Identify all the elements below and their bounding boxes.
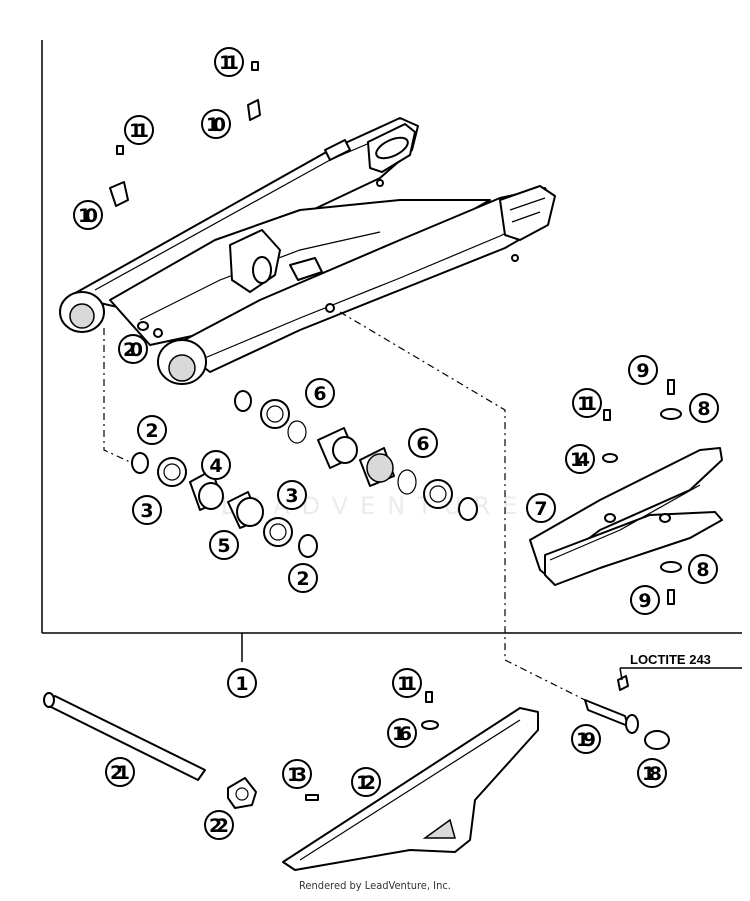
- callout-c22: 22: [204, 810, 234, 840]
- callout-label: 21: [110, 762, 130, 784]
- callout-label: 11: [219, 52, 239, 74]
- callout-c11a: 11: [214, 47, 244, 77]
- nut-22: [227, 777, 257, 809]
- assembly-lines: [103, 311, 586, 701]
- callout-label: 19: [576, 729, 596, 751]
- callout-label: 12: [356, 772, 376, 794]
- callout-c3a: 3: [132, 495, 162, 525]
- callout-label: 9: [638, 590, 651, 612]
- callout-label: 14: [570, 449, 590, 471]
- callout-label: 4: [209, 455, 222, 477]
- chain-guard: [282, 707, 539, 871]
- callout-c2a: 2: [137, 415, 167, 445]
- pivot-axle: [43, 692, 206, 781]
- callout-label: 20: [123, 339, 143, 361]
- callout-c5: 5: [209, 530, 239, 560]
- swingarm: [59, 117, 556, 385]
- callouts: 1223345667889910101111111112131416181920…: [73, 47, 719, 840]
- callout-c9a: 9: [628, 355, 658, 385]
- callout-c10b: 10: [73, 200, 103, 230]
- callout-c6b: 6: [408, 428, 438, 458]
- callout-label: 22: [209, 815, 229, 837]
- bearing-set: [131, 321, 478, 558]
- callout-label: 13: [287, 764, 307, 786]
- callout-label: 6: [416, 433, 429, 455]
- callout-c8a: 8: [689, 393, 719, 423]
- callout-label: 18: [642, 763, 662, 785]
- callout-c13: 13: [282, 759, 312, 789]
- chain-slider: [529, 447, 723, 586]
- callout-label: 11: [129, 120, 149, 142]
- callout-label: 3: [140, 500, 153, 522]
- callout-label: 8: [697, 398, 710, 420]
- callout-label: 7: [534, 498, 547, 520]
- callout-c18: 18: [637, 758, 667, 788]
- footer-credit: Rendered by LeadVenture, Inc.: [299, 879, 451, 892]
- loctite-note: LOCTITE 243: [619, 652, 742, 681]
- callout-label: 11: [397, 673, 417, 695]
- callout-label: 1: [235, 673, 248, 695]
- callout-label: 5: [217, 535, 230, 557]
- callout-c19: 19: [571, 724, 601, 754]
- callout-c4: 4: [201, 450, 231, 480]
- callout-label: 11: [577, 393, 597, 415]
- callout-label: 6: [313, 383, 326, 405]
- callout-c2b: 2: [288, 563, 318, 593]
- callout-c7: 7: [526, 493, 556, 523]
- callout-c11b: 11: [124, 115, 154, 145]
- callout-c16: 16: [387, 718, 417, 748]
- callout-c1: 1: [227, 668, 257, 698]
- callout-label: 9: [636, 360, 649, 382]
- callout-label: 10: [78, 205, 98, 227]
- callout-label: 8: [696, 559, 709, 581]
- callout-c11c: 11: [572, 388, 602, 418]
- callout-c12: 12: [351, 767, 381, 797]
- callout-c20: 20: [118, 334, 148, 364]
- callout-c10a: 10: [201, 109, 231, 139]
- bolt-19: [584, 699, 670, 750]
- callout-c11d: 11: [392, 668, 422, 698]
- callout-c6a: 6: [305, 378, 335, 408]
- callout-c3b: 3: [277, 480, 307, 510]
- small-hardware: [109, 61, 682, 801]
- assembly-frame: [41, 40, 742, 662]
- callout-c21: 21: [105, 757, 135, 787]
- callout-c9b: 9: [630, 585, 660, 615]
- callout-label: 3: [285, 485, 298, 507]
- callout-c8b: 8: [688, 554, 718, 584]
- callout-label: 2: [145, 420, 158, 442]
- callout-label: 2: [296, 568, 309, 590]
- callout-label: 16: [392, 723, 412, 745]
- callout-c14: 14: [565, 444, 595, 474]
- callout-label: 10: [206, 114, 226, 136]
- loctite-label: LOCTITE 243: [630, 652, 711, 667]
